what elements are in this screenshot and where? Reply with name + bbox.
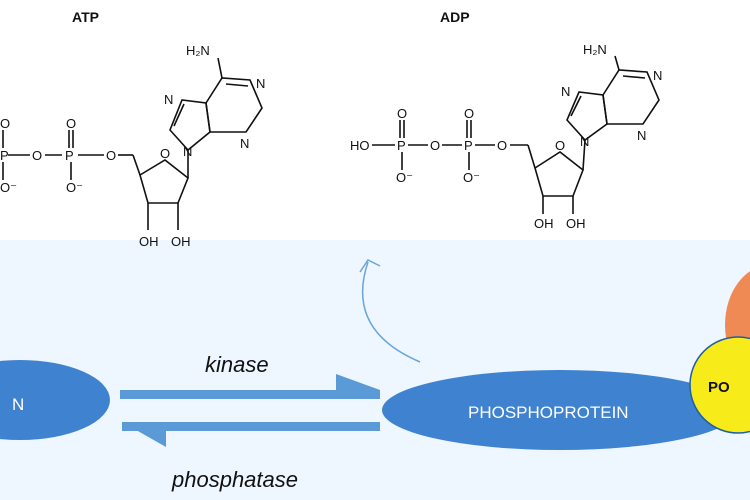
atp-o-top2: O [66,116,76,131]
atp-o-link: O [106,148,116,163]
adp-o-anion1: O⁻ [396,170,413,185]
atp-title: ATP [72,9,99,25]
adp-oh-left: OH [534,216,554,231]
atp-labels: ATP H₂N P O P O O O O⁻ O⁻ O OH OH N N N … [0,9,265,249]
atp-oh-left: OH [139,234,159,249]
adp-molecule [372,55,660,214]
adp-oh-right: OH [566,216,586,231]
atp-n7: N [164,92,173,107]
adp-o-anion2: O⁻ [463,170,480,185]
adp-amine: H₂N [583,42,607,57]
atp-p1: P [0,148,9,163]
kinase-label: kinase [205,352,269,377]
atp-o-anion2: O⁻ [66,180,83,195]
atp-n3: N [240,136,249,151]
protein-left-label: N [12,395,24,414]
adp-n9: N [580,134,589,149]
phosphoprotein-label: PHOSPHOPROTEIN [468,403,629,422]
adp-o-bridge: O [430,138,440,153]
atp-n9: N [183,144,192,159]
reverse-arrow [122,422,380,447]
atp-molecule [2,57,263,230]
atp-o-anion1: O⁻ [0,180,17,195]
atp-o-bridge: O [32,148,42,163]
adp-title: ADP [440,9,470,25]
phosphate-badge-label: PO [708,379,730,396]
phosphate-badge [689,336,750,434]
curved-arrow [359,259,421,363]
forward-arrow [120,374,380,399]
atp-p2: P [65,148,74,163]
adp-p2: P [464,138,473,153]
protein-left [0,360,110,440]
atp-oh-right: OH [171,234,191,249]
adp-ho: HO [350,138,370,153]
adp-o-top2: O [464,106,474,121]
atp-n1: N [256,76,265,91]
adp-n3: N [637,128,646,143]
atp-ring-o: O [160,146,170,161]
atp-amine: H₂N [186,43,210,58]
phosphoprotein [382,370,738,450]
adp-p1: P [397,138,406,153]
atp-o-top1: O [0,116,10,131]
adp-o-top1: O [397,106,407,121]
adp-ring-o: O [555,138,565,153]
phosphatase-label: phosphatase [171,467,298,492]
adp-labels: ADP H₂N HO P O P O O O O⁻ O⁻ O OH OH N N… [350,9,662,231]
adp-o-link: O [497,138,507,153]
adp-n1: N [653,68,662,83]
background-band [0,240,750,500]
adp-n7: N [561,84,570,99]
